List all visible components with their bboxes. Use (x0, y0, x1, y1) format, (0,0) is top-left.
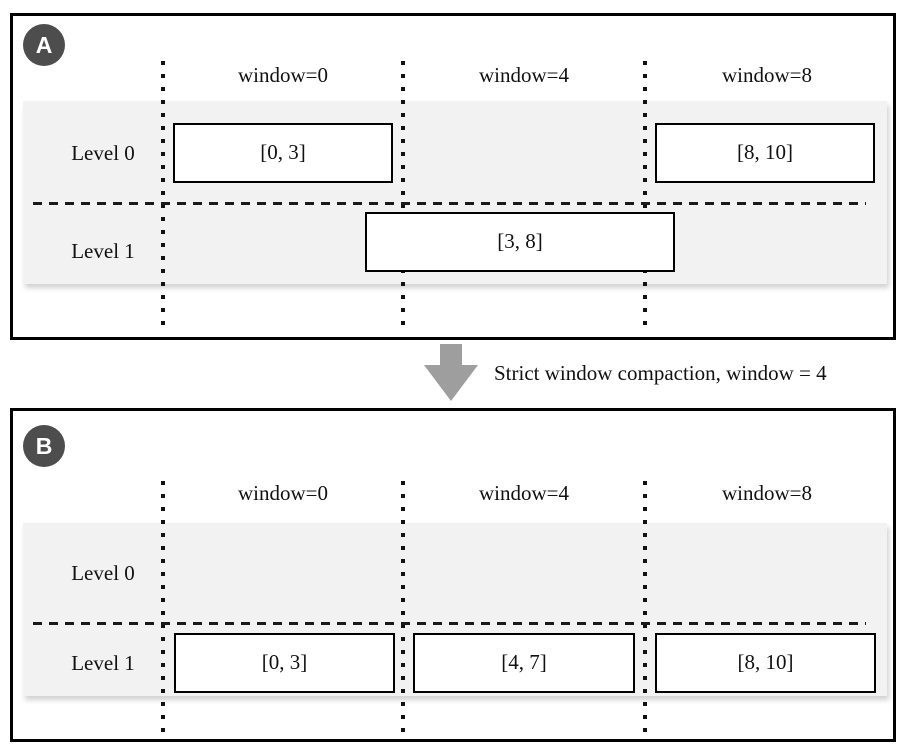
down-arrow-icon (424, 365, 478, 401)
column-divider-dotted-line (643, 481, 647, 737)
level-1-label: Level 1 (71, 651, 135, 675)
level-1-label: Level 1 (71, 239, 135, 263)
panel-b: B window=0 window=4 window=8 Level 0 Lev… (10, 408, 896, 742)
column-header-window-0: window=0 (237, 481, 328, 505)
column-divider-dotted-line (161, 61, 165, 325)
panel-b-badge: B (23, 425, 65, 467)
level-dashed-separator (33, 202, 866, 205)
column-header-window-8: window=8 (721, 63, 812, 87)
sstable-box: [0, 3] (173, 123, 393, 183)
column-header-window-4: window=4 (478, 63, 569, 87)
column-divider-dotted-line (401, 481, 405, 737)
level-dashed-separator (33, 622, 866, 625)
panel-a: A window=0 window=4 window=8 Level 0 Lev… (10, 13, 896, 340)
panel-a-badge: A (23, 24, 65, 66)
level-0-label: Level 0 (71, 561, 135, 585)
column-divider-dotted-line (643, 61, 647, 325)
down-arrow-icon (440, 344, 462, 366)
arrow-caption: Strict window compaction, window = 4 (494, 361, 827, 385)
level-0-label: Level 0 (71, 141, 135, 165)
sstable-box: [3, 8] (365, 212, 675, 272)
column-header-window-4: window=4 (478, 481, 569, 505)
sstable-box: [0, 3] (174, 633, 395, 693)
column-divider-dotted-line (161, 481, 165, 737)
sstable-box: [4, 7] (413, 633, 635, 693)
sstable-box: [8, 10] (655, 123, 875, 183)
column-header-window-8: window=8 (721, 481, 812, 505)
column-header-window-0: window=0 (237, 63, 328, 87)
sstable-box: [8, 10] (655, 633, 876, 693)
column-divider-dotted-line (401, 61, 405, 325)
